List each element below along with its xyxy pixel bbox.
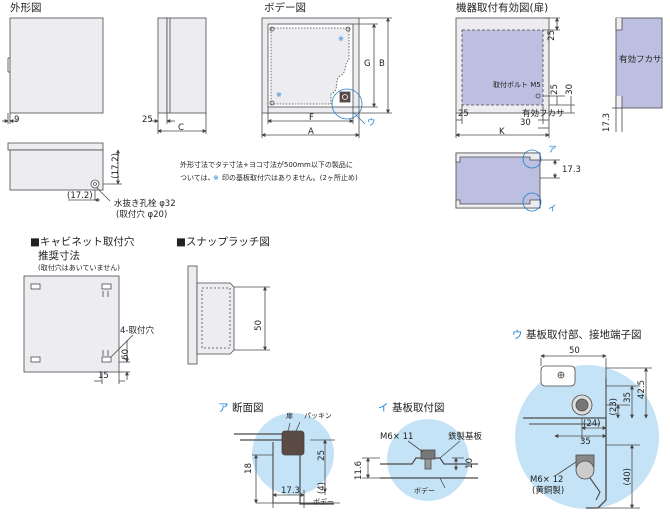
section-title-cabinet-holes: ■キャビネット取付穴 <box>30 236 135 248</box>
dim-17-3-door: 17.3 <box>562 165 581 175</box>
effective-cover-side <box>612 17 663 132</box>
dim-30-right: 30 <box>565 84 575 95</box>
brass-label: (黄銅製) <box>532 486 565 496</box>
dim-60: 60 <box>121 349 131 360</box>
outer-side-view <box>150 17 207 134</box>
dim-17-3-cover: 17.3 <box>602 113 612 132</box>
screw-label: M6× 11 <box>380 432 414 442</box>
dim-18: 18 <box>244 463 254 474</box>
section-title-body: ボデー図 <box>264 2 306 14</box>
drain-plug-label: 水抜き孔栓 φ32 <box>114 199 176 209</box>
callout-i-mark: イ <box>548 204 557 214</box>
section-i-view <box>362 419 478 501</box>
dim-11-6: 11.6 <box>354 461 364 480</box>
dim-17-2-horizontal: (17.2) <box>67 191 93 201</box>
body-hole-mark-bottom: ※ <box>276 91 282 99</box>
section-u-view <box>515 354 659 509</box>
callout-a-mark: ア <box>548 145 557 155</box>
dim-F: F <box>309 113 314 123</box>
dim-17-3-section: 17.3 <box>281 486 300 496</box>
outer-bottom-view <box>7 142 122 202</box>
dim-25-right: 25 <box>550 84 560 95</box>
effective-cover-label: 有効フカサ <box>619 55 662 65</box>
dim-4: (4) <box>317 482 327 495</box>
section-u-mark: ウ <box>512 329 523 341</box>
no-holes-note: (取付穴はあいていません) <box>38 264 121 272</box>
four-holes-label: 4-取付穴 <box>120 326 154 336</box>
drain-hole-label: (取付穴 φ20) <box>116 210 168 220</box>
callout-u-mark: ウ <box>367 118 376 128</box>
outer-front-view <box>2 17 104 124</box>
section-i-mark: イ <box>378 402 389 414</box>
dim-K: K <box>499 127 505 137</box>
dim-23: (23) <box>609 398 619 416</box>
dim-B: B <box>379 59 385 69</box>
section-title-device-area: 機器取付有効図(扉) <box>456 2 549 14</box>
dim-30-bottom: 30 <box>520 118 531 128</box>
dim-42-5: 42.5 <box>637 380 647 399</box>
note-line-1: 外形寸法でタテ寸法+ヨコ寸法が500mm以下の製品に <box>180 161 353 169</box>
m6-label: M6× 12 <box>530 475 564 485</box>
door-label: 扉 <box>286 412 293 420</box>
dim-40: (40) <box>623 468 633 486</box>
note-mark: ※ <box>213 174 219 182</box>
dim-C: C <box>178 123 184 133</box>
dim-25-section: 25 <box>317 450 327 461</box>
dim-A: A <box>308 127 314 137</box>
dim-9: 9 <box>14 115 20 125</box>
cabinet-hole-panel <box>23 275 134 384</box>
dim-G: G <box>364 59 371 69</box>
section-title-a: 断面図 <box>232 402 264 414</box>
body-view <box>261 17 392 138</box>
dim-50-latch: 50 <box>254 320 264 331</box>
section-title-i: 基板取付図 <box>392 402 445 414</box>
device-area-door <box>455 17 575 138</box>
section-title-recommended: 推奨寸法 <box>38 250 80 262</box>
dim-17-2-vertical: (17.2) <box>111 153 121 179</box>
section-title-u: 基板取付部、接地端子図 <box>526 329 642 341</box>
body-label-i: ボデー <box>414 487 435 495</box>
note-line-2a: ついては、 <box>180 174 215 182</box>
section-a-view <box>234 413 340 508</box>
mount-bolt-label: 取付ボルト M5 <box>493 81 541 89</box>
steel-board-label: 鉄製基板 <box>448 432 483 442</box>
note-line-2b: 印の基板取付穴はありません。(2ヶ所止め) <box>222 174 358 182</box>
dim-25-top: 25 <box>547 30 557 41</box>
dim-25-left: 25 <box>458 109 469 119</box>
dim-25: 25 <box>142 115 153 125</box>
dim-15: 15 <box>98 371 109 381</box>
dim-24: (24) <box>583 419 601 429</box>
body-label-a: ボデー <box>313 498 334 506</box>
dim-50-u: 50 <box>569 346 580 356</box>
dim-35-horizontal: 35 <box>580 437 591 447</box>
snap-latch-view <box>187 265 270 365</box>
section-title-snap-latch: ■スナップラッチ図 <box>176 236 270 248</box>
dim-35-u: 35 <box>623 392 633 403</box>
dim-10: 10 <box>465 458 475 469</box>
body-hole-mark-top: ※ <box>338 35 344 43</box>
section-a-mark: ア <box>218 402 229 414</box>
section-title-outer: 外形図 <box>10 2 42 14</box>
dim-25-bottom: 有効フカサ <box>522 109 565 119</box>
packing-label: パッキン <box>304 412 332 420</box>
door-cross-section <box>455 149 560 212</box>
